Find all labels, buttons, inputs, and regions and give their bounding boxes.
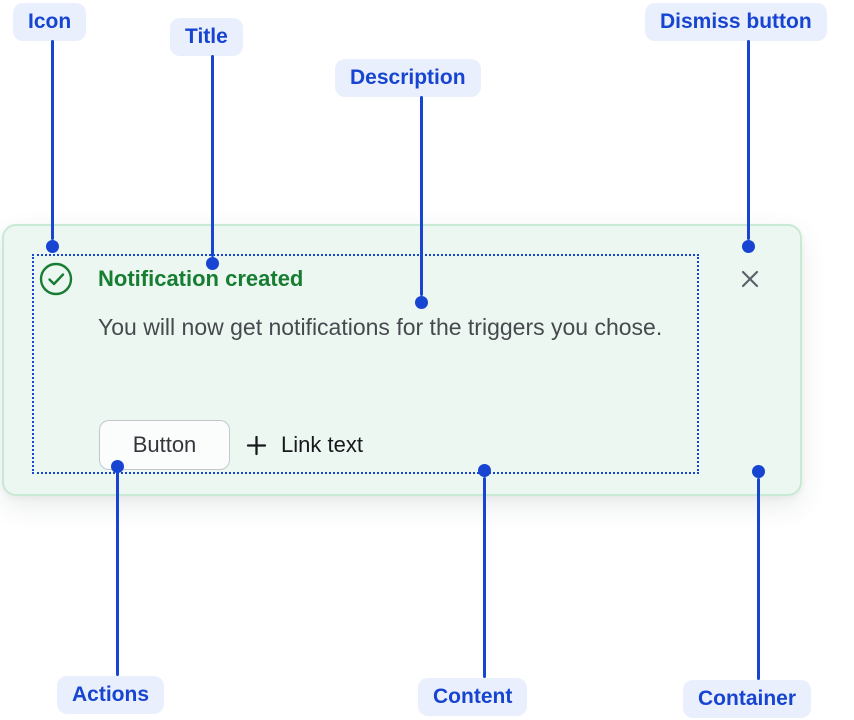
callout-label-content: Content [418,678,528,716]
close-icon [737,266,763,292]
callout-line-content [482,477,486,678]
callout-dot-actions [110,459,124,473]
callout-label-description: Description [335,59,481,97]
callout-line-description [419,96,423,296]
action-link-label: Link text [281,432,363,457]
notification-description: You will now get notifications for the t… [98,314,663,340]
dismiss-button[interactable] [733,262,767,296]
callout-dot-title [205,256,219,270]
callout-line-actions [115,472,119,676]
notification-container: Notification created You will now get no… [2,224,802,496]
callout-line-container [756,478,760,680]
callout-label-icon: Icon [13,3,87,41]
callout-dot-description [414,295,428,309]
callout-label-dismiss: Dismiss button [645,3,827,41]
callout-dot-container [751,464,765,478]
callout-dot-content [477,463,491,477]
callout-dot-icon [45,239,59,253]
callout-label-container: Container [683,680,812,718]
notification-title: Notification created [98,266,304,291]
callout-line-icon [50,40,54,240]
plus-icon [245,434,268,457]
action-link[interactable]: Link text [245,431,363,459]
callout-dot-dismiss [741,239,755,253]
callout-line-title [210,55,214,257]
callout-label-title: Title [170,18,243,56]
callout-line-dismiss [746,40,750,240]
callout-label-actions: Actions [57,676,165,714]
check-circle-icon [39,262,73,296]
